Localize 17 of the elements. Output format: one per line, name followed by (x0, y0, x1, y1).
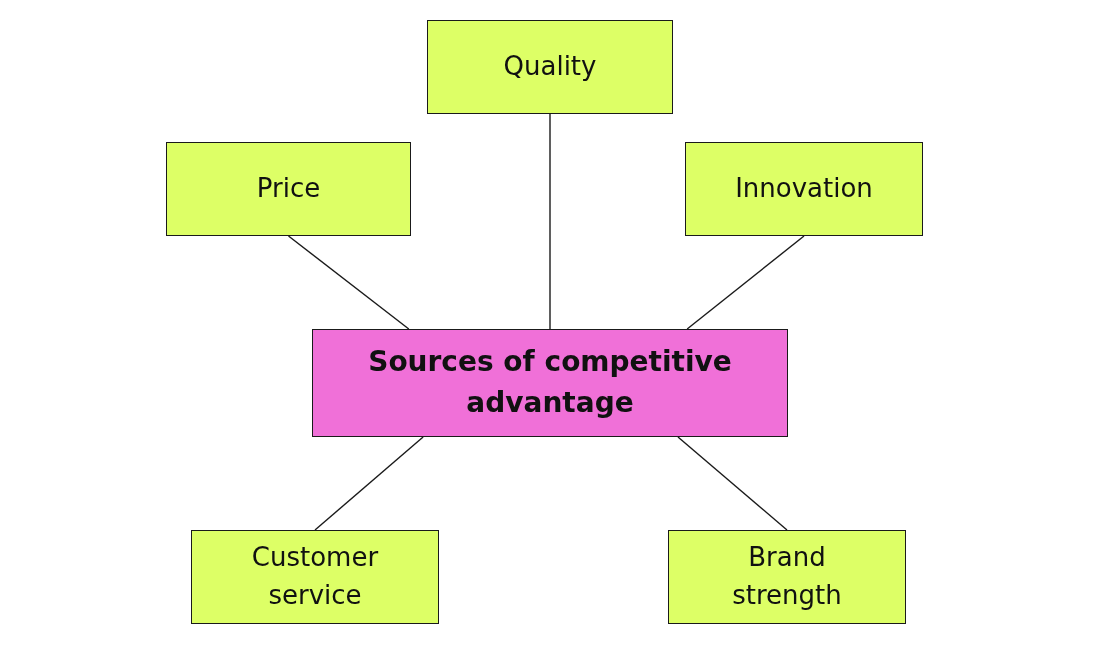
topic-box (685, 142, 923, 236)
connector-line (686, 235, 805, 330)
node-label: Quality (503, 50, 597, 84)
topic-box (668, 530, 906, 624)
node-label: Sources of competitive advantage (367, 344, 733, 421)
node-label: Customer service (250, 541, 380, 612)
connector-line (314, 436, 424, 531)
connector-line (549, 113, 551, 330)
connector-line (287, 235, 410, 330)
node-label: Price (256, 172, 321, 206)
node-label: Innovation (735, 172, 873, 206)
topic-box (166, 142, 411, 236)
central-topic-box (312, 329, 788, 437)
topic-box (427, 20, 673, 114)
topic-box (191, 530, 439, 624)
node-label: Brand strength (731, 541, 843, 612)
connector-line (677, 436, 788, 531)
